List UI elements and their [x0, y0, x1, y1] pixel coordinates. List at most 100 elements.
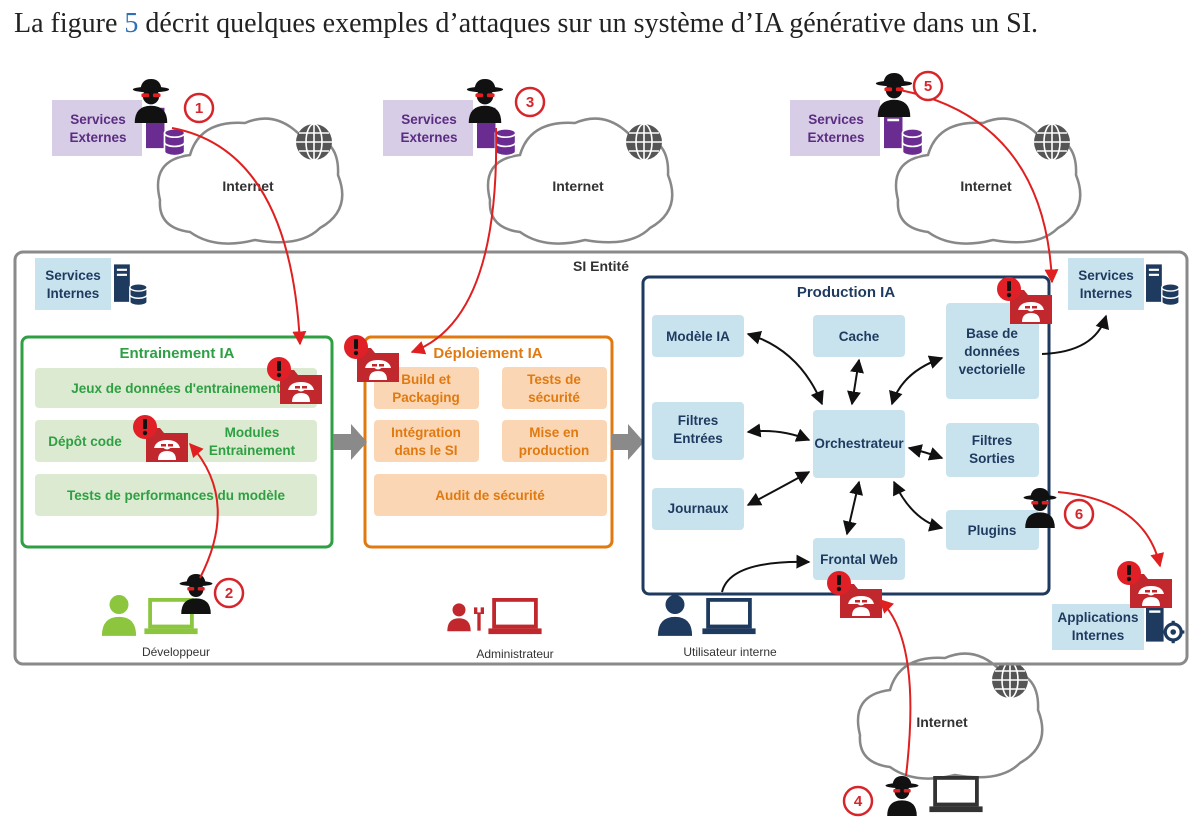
- vector-db-label: vectorielle: [959, 362, 1026, 377]
- label: Services: [808, 112, 864, 127]
- logs-box: [652, 488, 744, 530]
- datasets-box: [35, 368, 317, 408]
- security-audit-label: Audit de sécurité: [435, 488, 545, 503]
- attack-number-1: 1: [183, 92, 215, 124]
- security-tests-label: Tests de: [527, 372, 581, 387]
- plugins-label: Plugins: [968, 523, 1017, 538]
- attack-number-2: 2: [213, 577, 245, 609]
- attack-number-label: 1: [195, 100, 203, 117]
- plugins-box: [946, 510, 1039, 550]
- server-database-icon: [114, 263, 148, 307]
- production-release-label: Mise en: [529, 425, 579, 440]
- label: Applications: [1057, 610, 1138, 625]
- wrench-icon: [474, 607, 484, 631]
- frontend-label: Frontal Web: [820, 552, 898, 567]
- label: Internes: [1080, 286, 1133, 301]
- laptop-icon: [702, 600, 755, 634]
- vector-db-label: Base de: [966, 326, 1018, 341]
- si-title: SI Entité: [573, 258, 629, 274]
- output-filters-label: Sorties: [969, 451, 1015, 466]
- administrator: Administrateur: [447, 600, 554, 661]
- attacker-icon-2: [179, 574, 213, 614]
- code-repo-label: Dépôt code: [48, 434, 122, 449]
- caption-after: décrit quelques exemples d’attaques sur …: [138, 8, 1039, 39]
- globe-icon: [295, 123, 333, 161]
- integration-box: [374, 420, 479, 462]
- internet-cloud-1: Internet: [156, 117, 344, 245]
- caption: La figure 5 décrit quelques exemples d’a…: [14, 8, 1038, 40]
- production-release-label: production: [519, 443, 590, 458]
- cloud-label: Internet: [552, 178, 604, 194]
- build-label: Build et: [401, 372, 451, 387]
- developer-label: Développeur: [142, 645, 210, 659]
- production-links: [721, 314, 1110, 593]
- cache-label: Cache: [839, 329, 880, 344]
- modules-label: Modules: [225, 425, 280, 440]
- internet-cloud-5: Internet: [894, 117, 1082, 245]
- modules-label: Entrainement: [209, 443, 296, 458]
- globe-icon: [625, 123, 663, 161]
- flow-arrow-deployment-production: [612, 424, 644, 460]
- label: Externes: [807, 130, 864, 145]
- globe-icon: [991, 661, 1029, 699]
- cache-box: [813, 315, 905, 357]
- laptop-icon: [488, 600, 541, 634]
- alert-compromise-icon: [1117, 561, 1172, 608]
- security-tests-label: sécurité: [528, 390, 580, 405]
- person-icon: [657, 595, 693, 636]
- output-filters-label: Filtres: [972, 433, 1013, 448]
- label: Externes: [69, 130, 126, 145]
- attacker-icon-5: [875, 73, 913, 117]
- attack-number-label: 3: [526, 94, 534, 111]
- integration-label: dans le SI: [394, 443, 457, 458]
- person-icon: [447, 603, 471, 632]
- globe-icon: [1033, 123, 1071, 161]
- deployment-panel: Déploiement IA Build et Packaging Tests …: [363, 335, 614, 549]
- attack-number-6: 6: [1063, 498, 1095, 530]
- external-services-3: Services Externes: [383, 100, 517, 157]
- model-box: [652, 315, 744, 357]
- perf-tests-box: [35, 474, 317, 516]
- vector-db-box: [946, 303, 1039, 399]
- attacker-icon-4: [885, 776, 919, 816]
- external-services-5: Services Externes: [790, 100, 924, 157]
- server-database-icon: [1146, 263, 1180, 307]
- internet-cloud-3: Internet: [486, 117, 674, 245]
- production-panel: Production IA Modèle IA Cache Base de do…: [641, 275, 1051, 596]
- training-title: Entrainement IA: [119, 345, 234, 362]
- figure-reference-link[interactable]: 5: [124, 8, 139, 39]
- perf-tests-label: Tests de performances du modèle: [67, 488, 286, 503]
- label: Services: [45, 268, 101, 283]
- datasets-label: Jeux de données d'entrainement: [71, 381, 281, 396]
- flow-arrow-training-deployment: [333, 424, 367, 460]
- integration-label: Intégration: [391, 425, 461, 440]
- attack-number-4: 4: [842, 785, 874, 817]
- internal-services-right: Services Internes: [1068, 258, 1180, 310]
- label: Externes: [400, 130, 457, 145]
- output-filters-box: [946, 423, 1039, 477]
- orchestrator-box: [813, 410, 905, 478]
- internal-services-left: Services Internes: [35, 258, 148, 310]
- label: Services: [401, 112, 457, 127]
- logs-label: Journaux: [668, 501, 729, 516]
- internal-user: Utilisateur interne: [657, 595, 777, 659]
- orchestrator-label: Orchestrateur: [814, 436, 904, 451]
- si-boundary: [13, 250, 1189, 666]
- external-services-1: Services Externes: [52, 100, 186, 157]
- person-icon: [101, 595, 137, 636]
- attack-paths: [171, 89, 1165, 777]
- deployment-title: Déploiement IA: [433, 345, 542, 362]
- attack-number-label: 5: [924, 78, 932, 95]
- production-title: Production IA: [797, 284, 895, 301]
- attack-number-label: 2: [225, 585, 233, 602]
- attack-number-label: 4: [854, 793, 863, 810]
- production-release-box: [502, 420, 607, 462]
- attack-number-5: 5: [912, 70, 944, 102]
- internet-cloud-4: Internet: [856, 652, 1044, 780]
- label: Services: [1078, 268, 1134, 283]
- attacker-laptop-icon: [928, 776, 984, 814]
- label: Services: [70, 112, 126, 127]
- admin-label: Administrateur: [476, 647, 553, 661]
- input-filters-label: Entrées: [673, 431, 723, 446]
